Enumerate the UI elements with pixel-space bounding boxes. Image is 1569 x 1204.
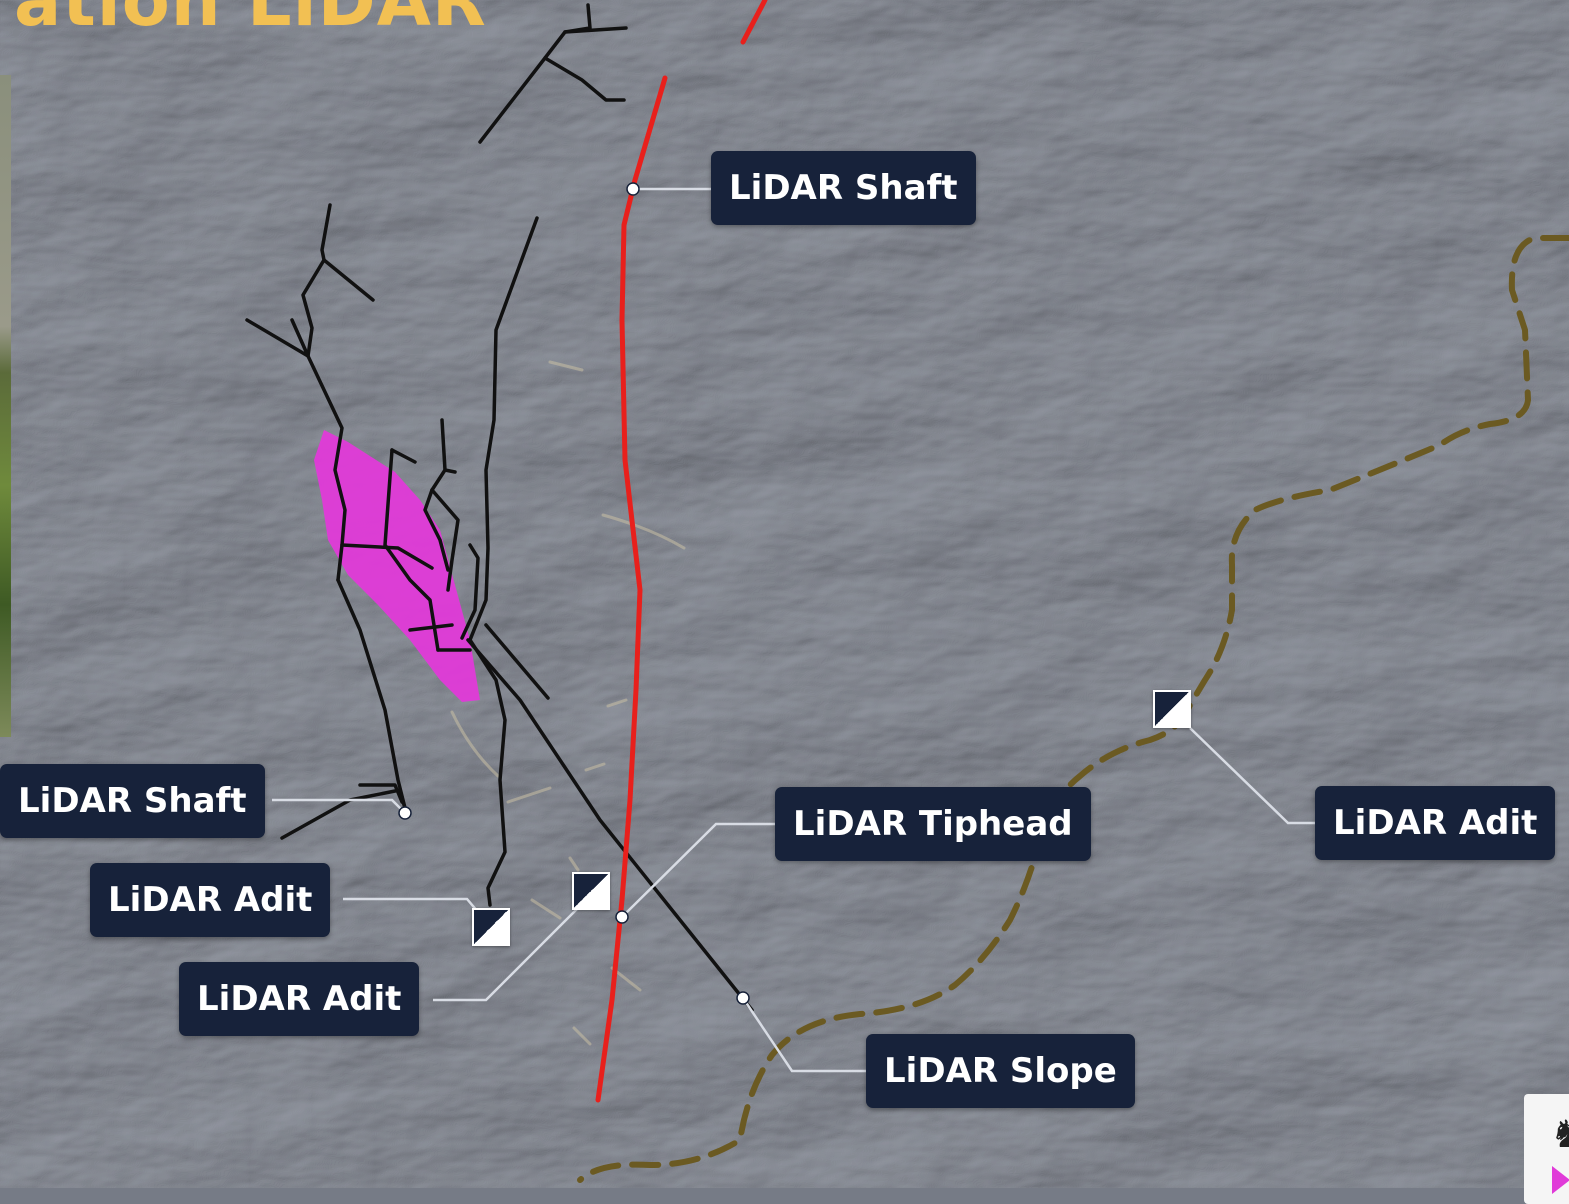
- leader-point-shaft-top: [626, 182, 640, 196]
- label-lidar-slope[interactable]: LiDAR Slope: [866, 1034, 1135, 1108]
- magenta-polygon: [314, 430, 480, 702]
- leader-point-slope: [736, 991, 750, 1005]
- dashed-track: [577, 235, 1569, 1183]
- logo-arrow-icon: [1552, 1166, 1569, 1194]
- adit-marker-icon[interactable]: [472, 908, 510, 946]
- adit-marker-icon[interactable]: [572, 872, 610, 910]
- leader-points: [398, 182, 750, 1005]
- label-lidar-adit-left-lower[interactable]: LiDAR Adit: [179, 962, 420, 1036]
- label-lidar-adit-right[interactable]: LiDAR Adit: [1315, 786, 1556, 860]
- label-lidar-tiphead[interactable]: LiDAR Tiphead: [775, 787, 1091, 861]
- photo-strip: [0, 75, 11, 737]
- leader-point-tiphead: [615, 910, 629, 924]
- faint-tracks: [450, 360, 686, 1046]
- page-title: ation LiDAR: [14, 0, 487, 42]
- label-lidar-shaft-top[interactable]: LiDAR Shaft: [711, 151, 976, 225]
- label-lidar-adit-left-upper[interactable]: LiDAR Adit: [90, 863, 331, 937]
- brand-logo: ♞: [1524, 1094, 1569, 1204]
- red-feature: [595, 0, 768, 1103]
- leader-point-shaft-left: [398, 806, 412, 820]
- logo-figure-icon: ♞: [1550, 1112, 1569, 1156]
- adit-marker-icon[interactable]: [1153, 690, 1191, 728]
- black-features: [245, 3, 754, 1012]
- label-lidar-shaft-left[interactable]: LiDAR Shaft: [0, 764, 265, 838]
